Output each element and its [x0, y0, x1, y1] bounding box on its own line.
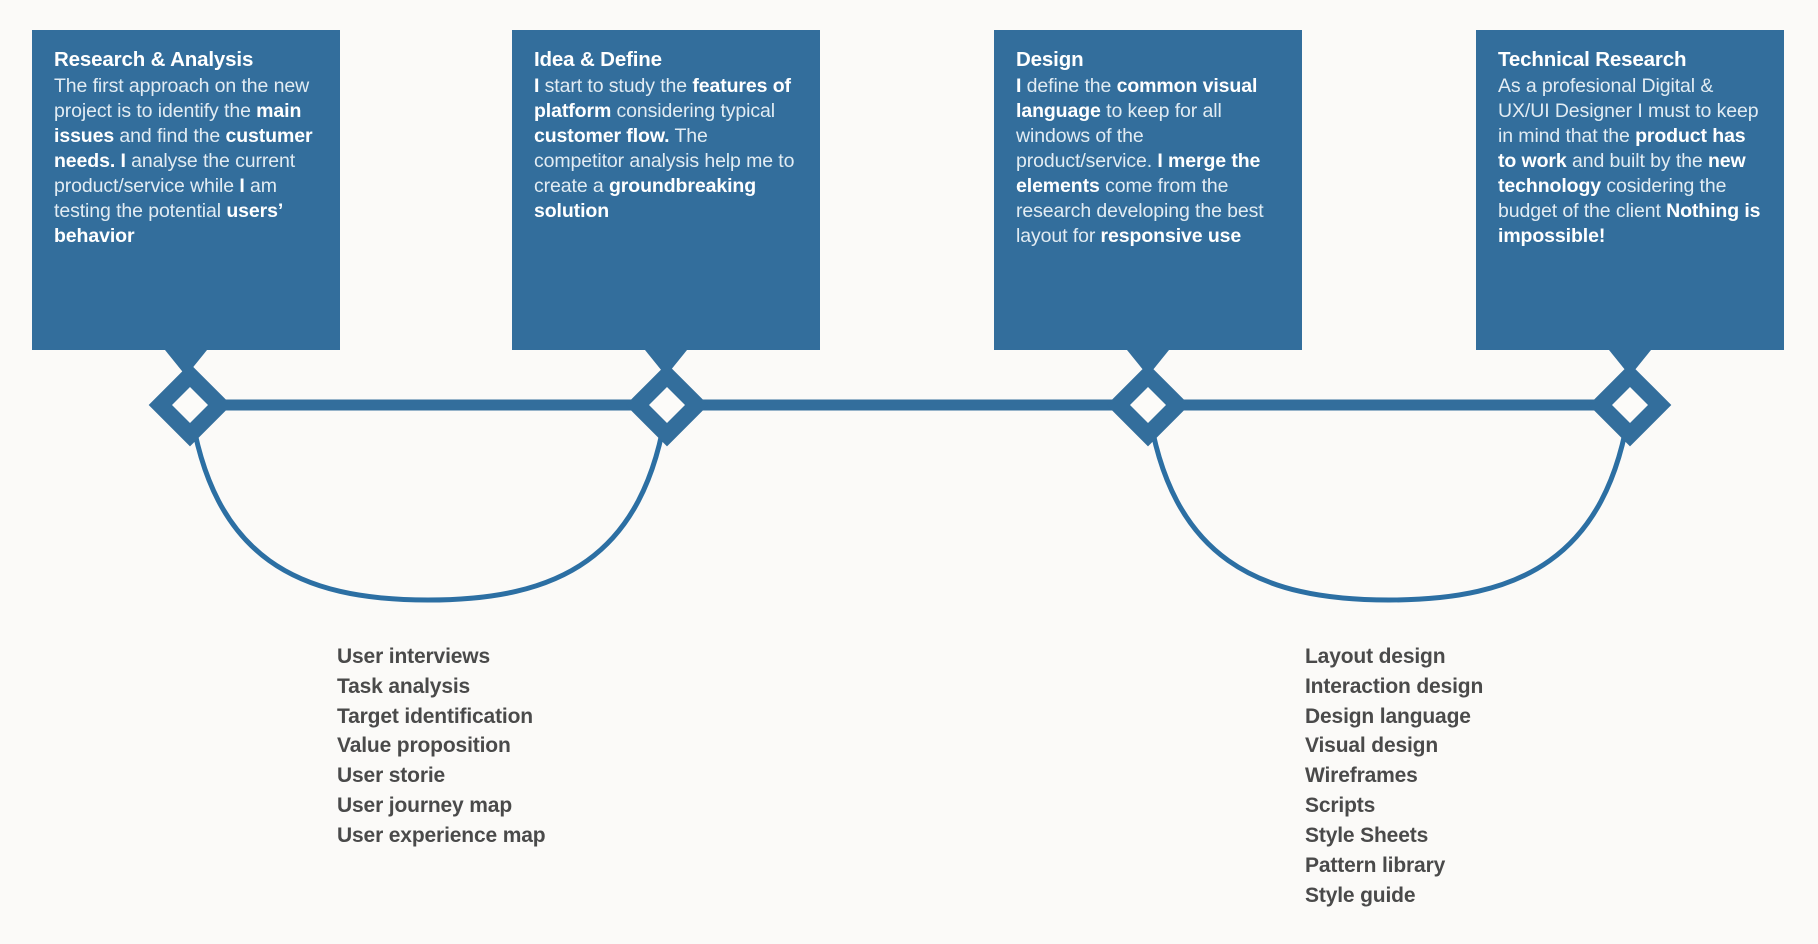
list-item: Task analysis — [337, 674, 471, 698]
list-item: User storie — [337, 764, 446, 788]
list-item: Style guide — [1305, 883, 1416, 907]
stage-card-research-analysis[interactable]: Research & Analysis The first approach o… — [32, 30, 340, 376]
list-item: Interaction design — [1305, 674, 1484, 698]
stage-title-research-analysis: Research & Analysis — [54, 48, 254, 71]
stage-card-idea-define[interactable]: Idea & Define I start to study the featu… — [512, 30, 820, 376]
stage-body-technical-research: As a profesional Digital & UX/UI Designe… — [1498, 75, 1761, 247]
stage-card-technical-research[interactable]: Technical Research As a profesional Digi… — [1476, 30, 1784, 376]
list-item: User interviews — [337, 645, 490, 668]
arc-design-to-technical — [1145, 404, 1633, 603]
stage-title-design: Design — [1016, 48, 1084, 71]
list-item: Wireframes — [1305, 764, 1418, 788]
list-item: User experience map — [337, 823, 546, 847]
stage-card-pointer — [1609, 350, 1651, 376]
list-item: Style Sheets — [1305, 823, 1429, 847]
stage-body-idea-define: I start to study the features of platfor… — [534, 75, 795, 222]
diamond-marker-technical — [1588, 363, 1672, 447]
diamond-marker-design — [1106, 363, 1190, 447]
stage-body-research-analysis: The first approach on the new project is… — [54, 75, 313, 247]
stage-card-pointer — [1127, 350, 1169, 376]
list-item: Visual design — [1305, 734, 1439, 758]
arc-research-to-idea — [187, 404, 670, 603]
list-item: Pattern library — [1305, 853, 1446, 877]
list-item: Value proposition — [337, 734, 511, 758]
stage-card-design[interactable]: Design I define the common visual langua… — [994, 30, 1302, 376]
stage-body-design: I define the common visual language to k… — [1016, 75, 1264, 247]
diamond-marker-research — [148, 363, 232, 447]
list-item: Target identification — [337, 704, 533, 728]
diamond-marker-idea — [625, 363, 709, 447]
stage-card-pointer — [165, 350, 207, 376]
stage-title-idea-define: Idea & Define — [534, 48, 662, 71]
list-item: Scripts — [1305, 794, 1376, 818]
list-item: User journey map — [337, 794, 512, 818]
list-item: Design language — [1305, 704, 1471, 728]
stage-card-pointer — [645, 350, 687, 376]
stage-title-technical-research: Technical Research — [1498, 48, 1687, 71]
list-item: Layout design — [1305, 645, 1446, 668]
